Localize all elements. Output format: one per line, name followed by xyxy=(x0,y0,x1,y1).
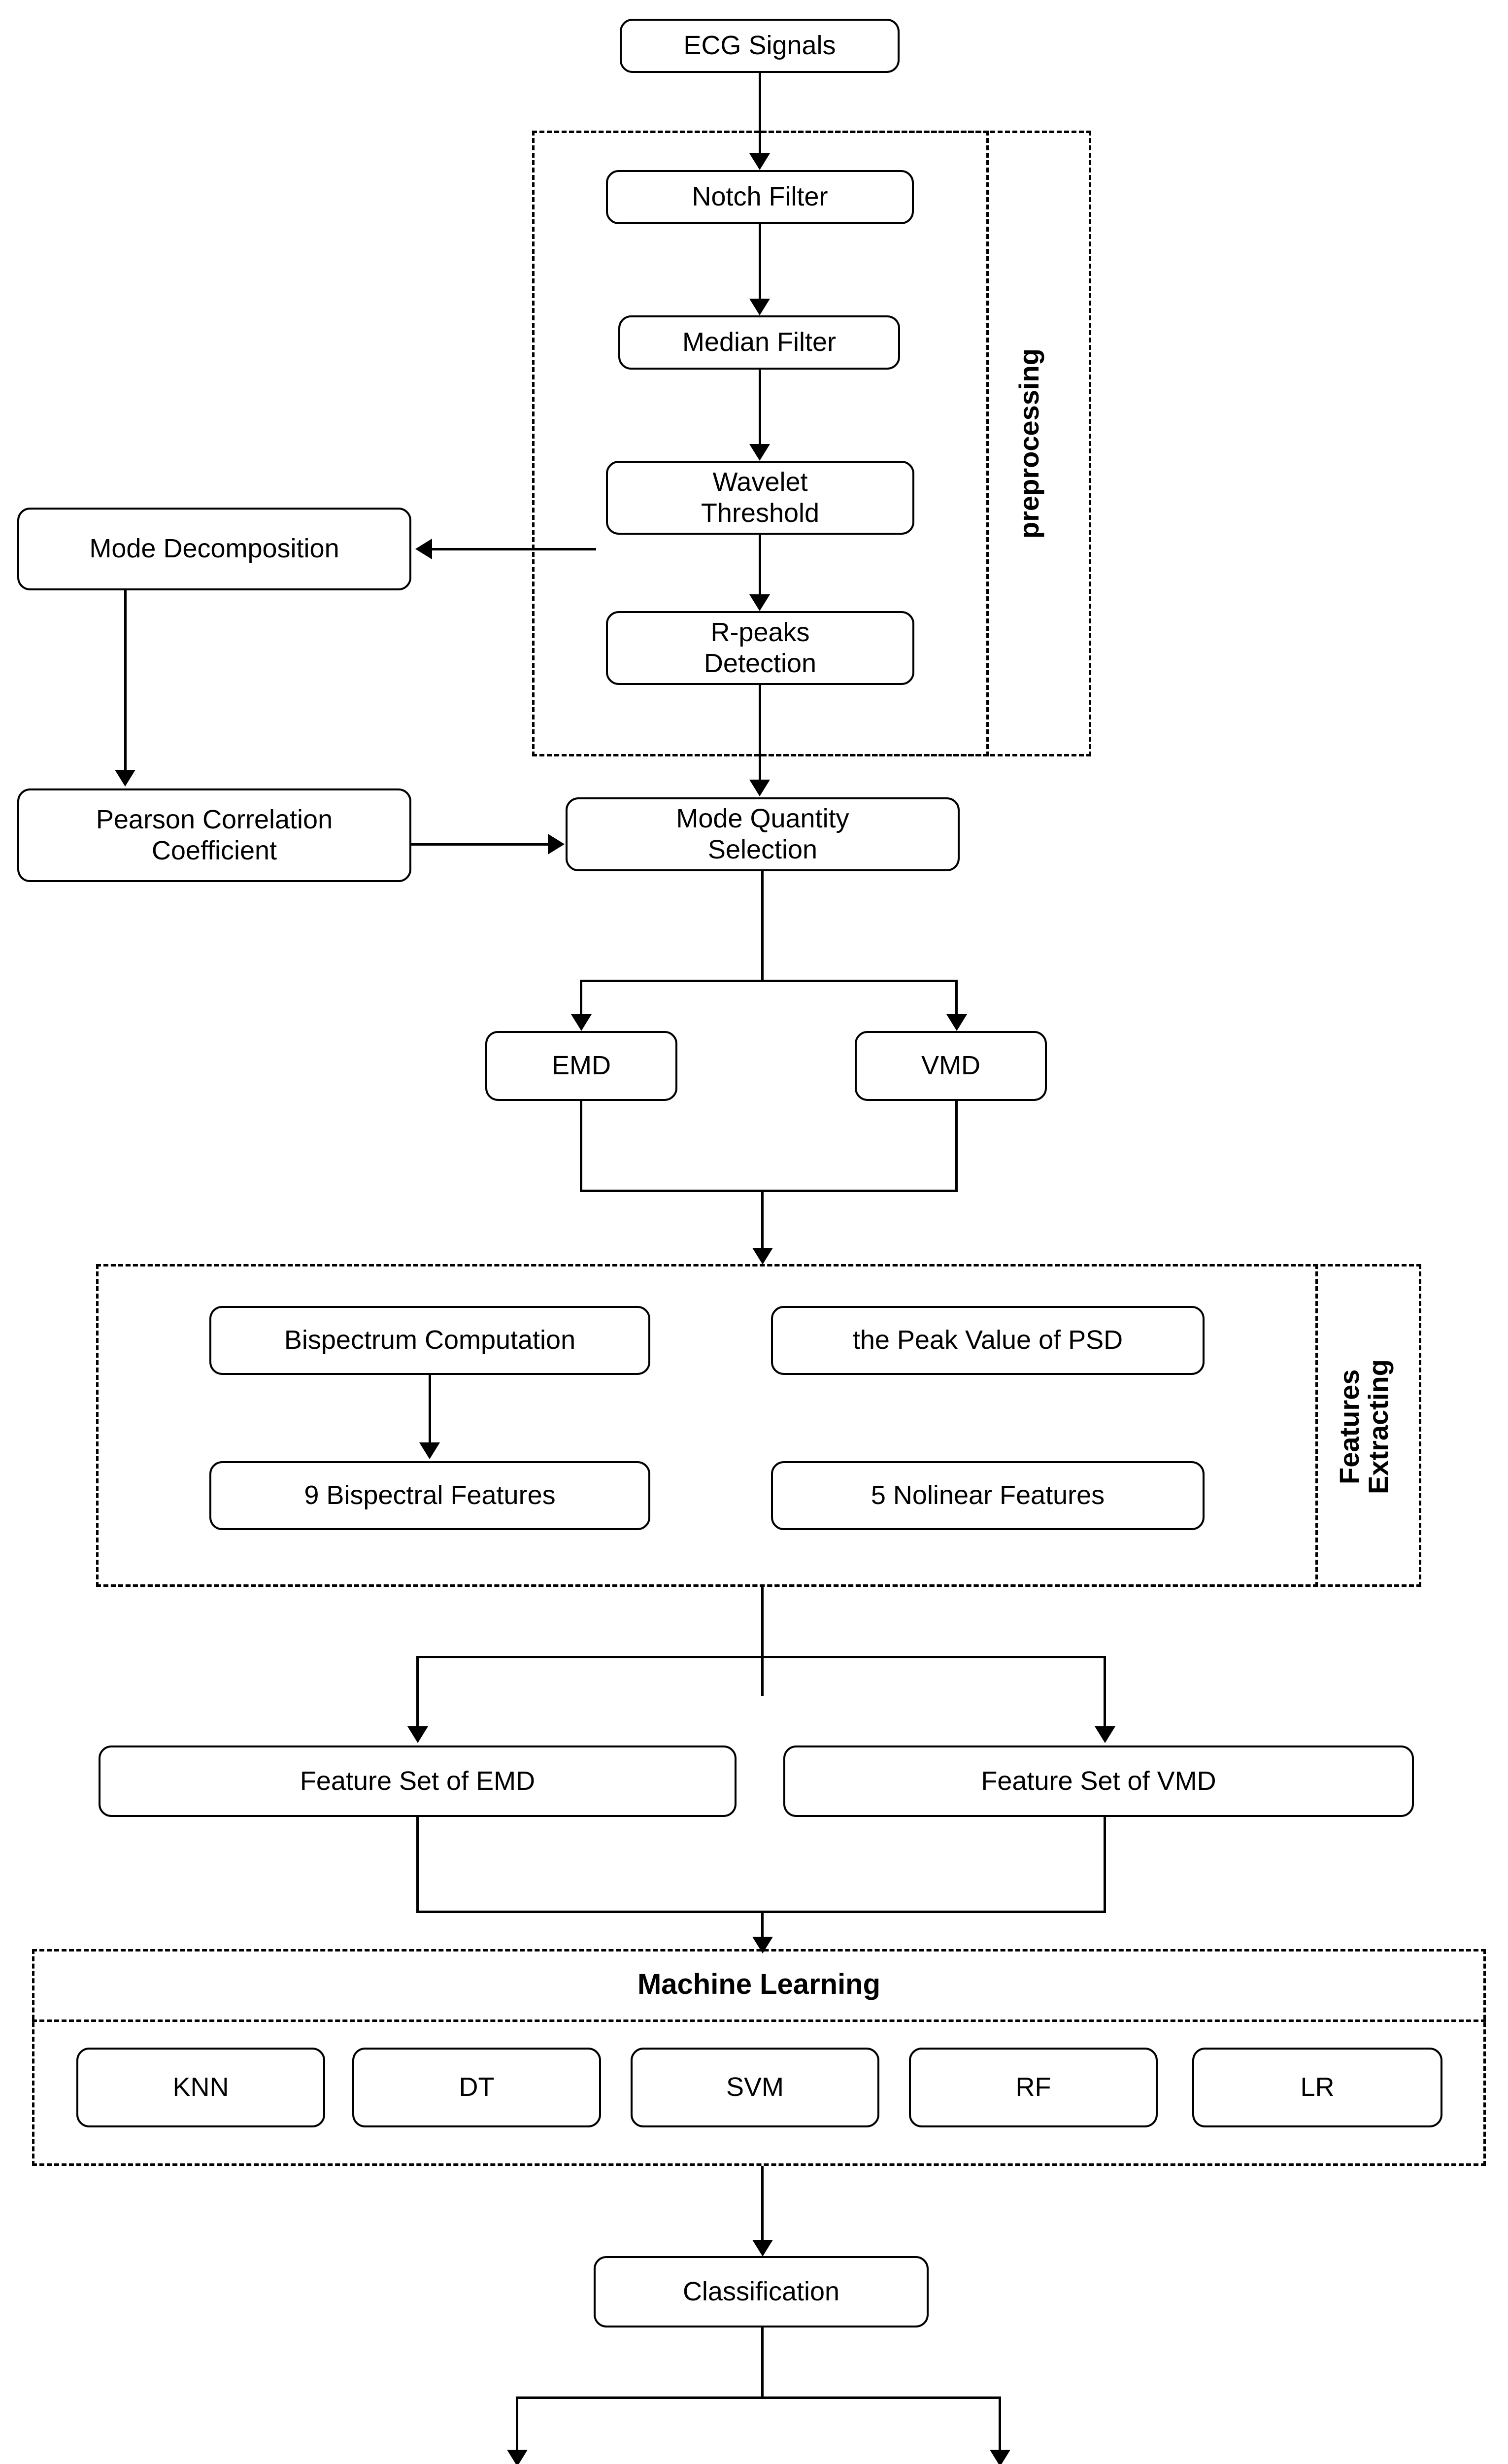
edge-merge-to-ml xyxy=(761,1911,764,1941)
edge-fsvmd-down xyxy=(1104,1817,1106,1913)
node-wavelet-threshold[interactable]: Wavelet Threshold xyxy=(606,461,914,535)
node-classifier-rf[interactable]: RF xyxy=(909,2048,1158,2127)
arrow-ecg-to-notch xyxy=(749,153,770,170)
edge-ecg-to-notch xyxy=(759,73,761,154)
node-bispectrum-computation[interactable]: Bispectrum Computation xyxy=(209,1306,650,1375)
node-vmd[interactable]: VMD xyxy=(855,1031,1047,1101)
arrow-split-to-dcm xyxy=(507,2450,528,2464)
node-ecg-signals[interactable]: ECG Signals xyxy=(620,19,900,73)
preprocessing-label: preprocessing xyxy=(1013,348,1044,539)
arrow-pearson-to-modequantity xyxy=(548,834,565,855)
node-mode-decomposition[interactable]: Mode Decomposition xyxy=(17,508,411,590)
arrow-wavelet-to-rpeaks xyxy=(749,594,770,611)
node-classifier-dt[interactable]: DT xyxy=(352,2048,601,2127)
node-peak-value-psd[interactable]: the Peak Value of PSD xyxy=(771,1306,1205,1375)
arrow-merge-to-ml xyxy=(752,1937,773,1953)
node-mode-quantity-selection[interactable]: Mode Quantity Selection xyxy=(566,797,960,871)
edge-emdvmd-split-bar xyxy=(580,980,958,982)
edge-notch-to-median xyxy=(759,224,761,299)
edge-wavelet-to-rpeaks xyxy=(759,535,761,595)
machine-learning-divider xyxy=(32,2019,1486,2022)
node-feature-set-emd[interactable]: Feature Set of EMD xyxy=(99,1745,737,1817)
edge-split-to-fsemd xyxy=(416,1656,419,1727)
node-feature-set-vmd[interactable]: Feature Set of VMD xyxy=(783,1745,1414,1817)
edge-featureset-split-bar xyxy=(416,1656,1106,1658)
edge-classification-down xyxy=(761,2327,764,2399)
edge-split-to-dcm xyxy=(516,2396,518,2451)
edge-modedecomp-to-pearson xyxy=(124,590,127,770)
edge-emdvmd-merge-bar xyxy=(580,1190,958,1192)
edge-median-to-wavelet xyxy=(759,370,761,445)
edge-split-to-fsvmd xyxy=(1104,1656,1106,1727)
arrow-bispectrum-to-features xyxy=(419,1442,440,1459)
arrow-split-to-icm xyxy=(990,2450,1010,2464)
node-rpeaks-detection[interactable]: R-peaks Detection xyxy=(606,611,914,685)
node-median-filter[interactable]: Median Filter xyxy=(618,315,900,370)
arrow-split-to-fsvmd xyxy=(1095,1726,1115,1743)
node-emd[interactable]: EMD xyxy=(485,1031,677,1101)
arrow-split-to-fsemd xyxy=(407,1726,428,1743)
arrow-modedecomp-to-pearson xyxy=(115,770,135,787)
edge-merge-to-features xyxy=(761,1190,764,1250)
features-extracting-inner-group xyxy=(96,1264,1318,1587)
edge-ml-to-classification xyxy=(761,2166,764,2241)
node-bispectral-features[interactable]: 9 Bispectral Features xyxy=(209,1461,650,1530)
edge-bispectrum-to-features xyxy=(429,1375,431,1443)
edge-features-down xyxy=(761,1587,764,1696)
edge-split-to-icm xyxy=(999,2396,1001,2451)
arrow-notch-to-median xyxy=(749,299,770,315)
node-nolinear-features[interactable]: 5 Nolinear Features xyxy=(771,1461,1205,1530)
node-classification[interactable]: Classification xyxy=(594,2256,929,2327)
arrow-median-to-wavelet xyxy=(749,444,770,461)
edge-emd-down xyxy=(580,1101,582,1192)
arrow-ml-to-classification xyxy=(752,2240,773,2257)
edge-dcmicm-split-bar xyxy=(516,2396,1001,2399)
node-classifier-knn[interactable]: KNN xyxy=(76,2048,325,2127)
arrow-preproc-to-modedecomp xyxy=(415,539,432,559)
edge-pearson-to-modequantity xyxy=(411,843,548,846)
arrow-split-to-vmd xyxy=(946,1014,967,1031)
node-notch-filter[interactable]: Notch Filter xyxy=(606,170,914,224)
arrow-rpeaks-to-modequantity xyxy=(749,780,770,796)
edge-split-to-vmd xyxy=(955,980,958,1015)
node-classifier-lr[interactable]: LR xyxy=(1192,2048,1442,2127)
machine-learning-title: Machine Learning xyxy=(637,1968,881,2000)
features-extracting-label: Features Extracting xyxy=(1334,1359,1394,1494)
edge-fsemd-down xyxy=(416,1817,419,1913)
edge-modequantity-down xyxy=(761,871,764,981)
arrow-merge-to-features xyxy=(752,1248,773,1265)
edge-preproc-to-modedecomp xyxy=(431,548,596,550)
edge-vmd-down xyxy=(955,1101,958,1192)
edge-split-to-emd xyxy=(580,980,582,1015)
node-classifier-svm[interactable]: SVM xyxy=(631,2048,879,2127)
arrow-split-to-emd xyxy=(571,1014,592,1031)
node-pearson-correlation[interactable]: Pearson Correlation Coefficient xyxy=(17,788,411,882)
edge-rpeaks-to-modequantity xyxy=(759,685,761,780)
